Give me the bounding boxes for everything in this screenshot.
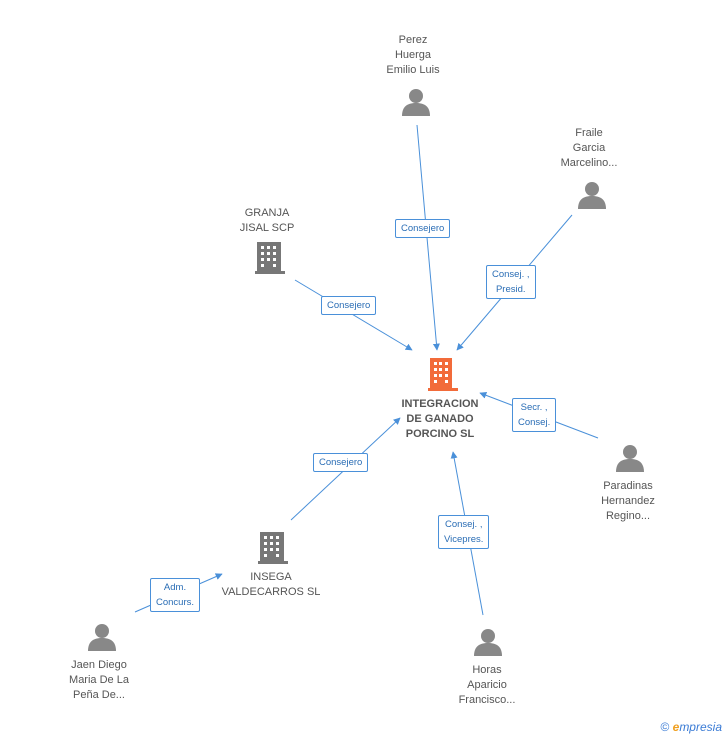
edge-label-paradinas: Secr. , Consej. xyxy=(512,398,557,432)
insega-building-icon[interactable] xyxy=(258,532,288,564)
paradinas-person-icon[interactable] xyxy=(616,445,644,472)
edge-granja xyxy=(294,279,413,351)
paradinas-label[interactable]: Paradinas Hernandez Regino... xyxy=(601,480,655,522)
edge-label-jaen: Adm. Concurs. xyxy=(150,578,201,612)
edge-label-horas: Consej. , Vicepres. xyxy=(438,515,490,549)
edge-label-fraile: Consej. , Presid. xyxy=(486,265,536,299)
edge-label-perez: Consejero xyxy=(395,219,451,238)
insega-label[interactable]: INSEGA VALDECARROS SL xyxy=(221,571,321,598)
granja-label[interactable]: GRANJA JISAL SCP xyxy=(239,207,295,234)
main-company-building-icon[interactable] xyxy=(428,358,458,391)
fraile-person-icon[interactable] xyxy=(578,182,606,209)
fraile-label[interactable]: Fraile Garcia Marcelino... xyxy=(560,127,618,169)
horas-label[interactable]: Horas Aparicio Francisco... xyxy=(458,664,516,706)
horas-person-icon[interactable] xyxy=(474,629,502,656)
copyright-mark: © empresia xyxy=(660,720,722,734)
jaen-label[interactable]: Jaen Diego Maria De La Peña De... xyxy=(69,659,129,701)
perez-person-icon[interactable] xyxy=(402,89,430,116)
main-company-label[interactable]: INTEGRACION DE GANADO PORCINO SL xyxy=(401,398,479,440)
granja-building-icon[interactable] xyxy=(255,242,285,274)
brand-name: mpresia xyxy=(679,720,722,734)
edge-label-granja: Consejero xyxy=(321,296,377,315)
copyright-symbol: © xyxy=(660,720,670,734)
perez-label[interactable]: Perez Huerga Emilio Luis xyxy=(386,34,440,76)
jaen-person-icon[interactable] xyxy=(88,624,116,651)
edge-label-insega: Consejero xyxy=(313,453,369,472)
brand-initial: e xyxy=(672,720,680,734)
